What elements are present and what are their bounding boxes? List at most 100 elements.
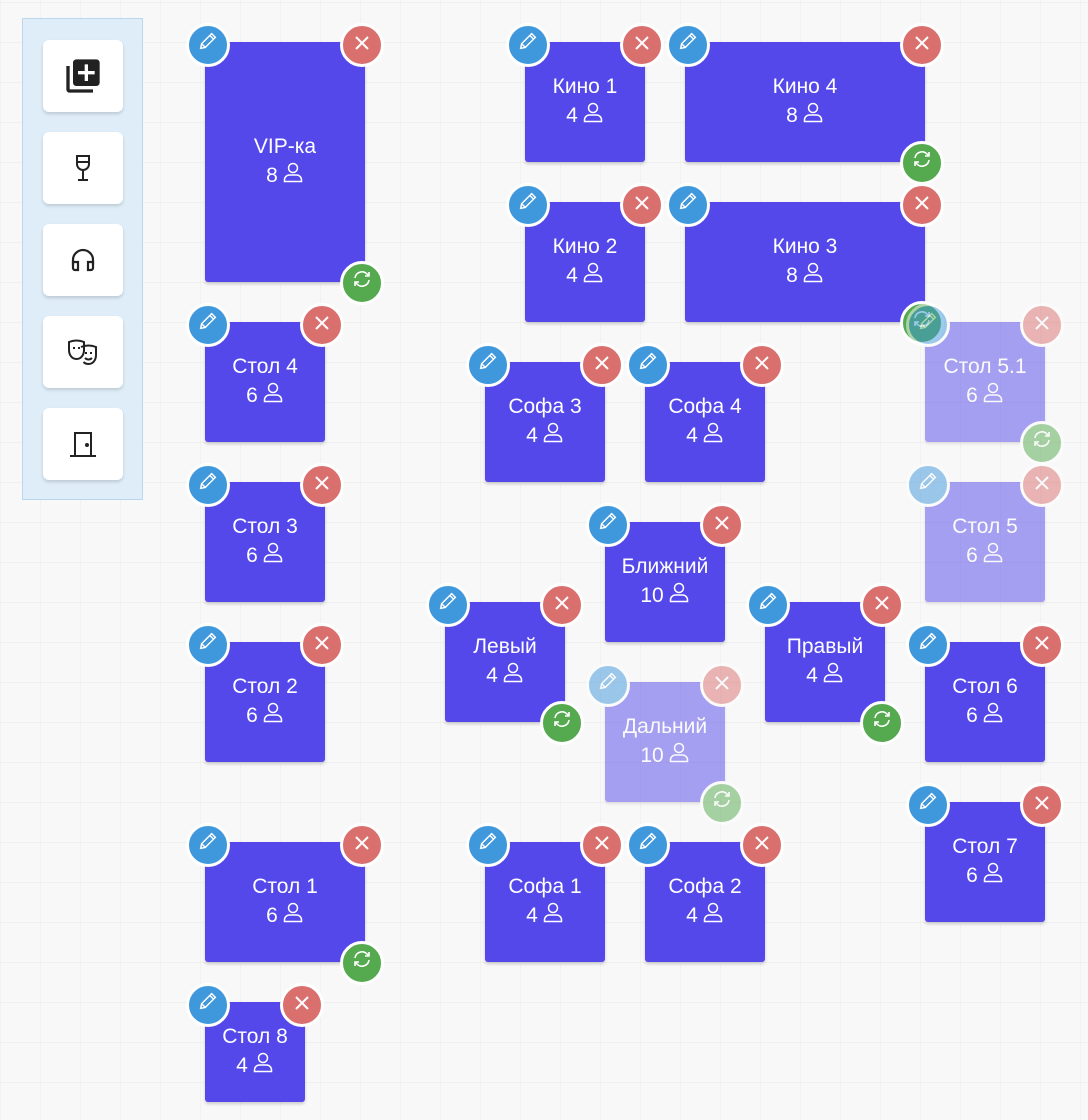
table-card[interactable]: Левый 4	[426, 583, 584, 745]
table-card[interactable]: Ближний 10	[586, 503, 744, 642]
table-card[interactable]: Стол 6 6	[906, 623, 1064, 762]
edit-table-button[interactable]	[906, 623, 950, 667]
table-card[interactable]: VIP-ка 8	[186, 23, 384, 305]
delete-table-button[interactable]	[540, 583, 584, 627]
edit-table-button[interactable]	[186, 303, 230, 347]
delete-table-button[interactable]	[280, 983, 324, 1027]
edit-table-button[interactable]	[666, 23, 710, 67]
edit-table-button[interactable]	[906, 303, 950, 347]
table-name: Кино 4	[772, 75, 838, 98]
rotate-table-button[interactable]	[340, 261, 384, 305]
edit-table-button[interactable]	[586, 663, 630, 707]
edit-table-button[interactable]	[626, 343, 670, 387]
table-card[interactable]: Стол 2 6	[186, 623, 344, 762]
table-card[interactable]: Стол 3 6	[186, 463, 344, 602]
table-card[interactable]: Дальний 10	[586, 663, 744, 825]
delete-table-button[interactable]	[620, 183, 664, 227]
rotate-table-button[interactable]	[340, 941, 384, 985]
delete-table-button[interactable]	[740, 823, 784, 867]
edit-table-button[interactable]	[626, 823, 670, 867]
delete-table-button[interactable]	[340, 823, 384, 867]
rotate-table-button[interactable]	[1020, 421, 1064, 465]
table-card[interactable]: Правый 4	[746, 583, 904, 745]
delete-table-button[interactable]	[700, 663, 744, 707]
edit-table-button[interactable]	[186, 23, 230, 67]
edit-table-button[interactable]	[186, 823, 230, 867]
table-card[interactable]: Кино 4 8	[666, 23, 944, 185]
edit-table-button[interactable]	[666, 183, 710, 227]
table-card[interactable]: Кино 1 4	[506, 23, 664, 162]
table-card[interactable]: Кино 3 8	[666, 183, 944, 345]
edit-table-button[interactable]	[906, 783, 950, 827]
person-icon	[282, 901, 304, 931]
table-card[interactable]: Стол 7 6	[906, 783, 1064, 922]
rotate-table-button[interactable]	[700, 781, 744, 825]
delete-table-button[interactable]	[1020, 303, 1064, 347]
person-icon	[668, 581, 690, 611]
stage-button[interactable]	[43, 316, 123, 388]
add-table-button[interactable]	[43, 40, 123, 112]
table-card[interactable]: Стол 4 6	[186, 303, 344, 442]
edit-table-button[interactable]	[186, 623, 230, 667]
pencil-icon	[637, 350, 659, 380]
edit-table-button[interactable]	[466, 823, 510, 867]
pencil-icon	[197, 630, 219, 660]
delete-table-button[interactable]	[300, 463, 344, 507]
edit-table-button[interactable]	[186, 463, 230, 507]
delete-table-button[interactable]	[300, 303, 344, 347]
delete-table-button[interactable]	[1020, 623, 1064, 667]
delete-table-button[interactable]	[900, 183, 944, 227]
theater-masks-icon	[68, 339, 97, 366]
person-icon	[702, 901, 724, 931]
seat-number: 4	[486, 664, 498, 687]
edit-table-button[interactable]	[586, 503, 630, 547]
delete-table-button[interactable]	[580, 823, 624, 867]
table-card[interactable]: Софа 3 4	[466, 343, 624, 482]
delete-table-button[interactable]	[700, 503, 744, 547]
delete-table-button[interactable]	[860, 583, 904, 627]
delete-table-button[interactable]	[300, 623, 344, 667]
close-icon	[594, 831, 610, 859]
edit-table-button[interactable]	[906, 463, 950, 507]
table-name: Стол 4	[232, 355, 298, 378]
table-card[interactable]: Стол 8 4	[186, 983, 324, 1102]
delete-table-button[interactable]	[620, 23, 664, 67]
seat-count: 4	[806, 661, 844, 691]
person-icon	[252, 1051, 274, 1081]
delete-table-button[interactable]	[580, 343, 624, 387]
delete-table-button[interactable]	[900, 23, 944, 67]
rotate-table-button[interactable]	[860, 701, 904, 745]
table-card[interactable]: Стол 5 6	[906, 463, 1064, 602]
exit-button[interactable]	[43, 408, 123, 480]
table-card[interactable]: Кино 2 4	[506, 183, 664, 322]
seat-number: 10	[640, 584, 664, 607]
table-card[interactable]: Стол 5.1 6	[906, 303, 1064, 465]
pencil-icon	[197, 310, 219, 340]
rotate-table-button[interactable]	[900, 141, 944, 185]
close-icon	[594, 351, 610, 379]
seat-number: 4	[686, 424, 698, 447]
seat-number: 8	[786, 104, 798, 127]
table-name: Стол 2	[232, 675, 298, 698]
delete-table-button[interactable]	[740, 343, 784, 387]
edit-table-button[interactable]	[186, 983, 230, 1027]
edit-table-button[interactable]	[746, 583, 790, 627]
edit-table-button[interactable]	[466, 343, 510, 387]
delete-table-button[interactable]	[340, 23, 384, 67]
table-card[interactable]: Софа 2 4	[626, 823, 784, 962]
rotate-table-button[interactable]	[540, 701, 584, 745]
delete-table-button[interactable]	[1020, 783, 1064, 827]
table-card[interactable]: Стол 1 6	[186, 823, 384, 985]
seat-number: 4	[526, 424, 538, 447]
pencil-icon	[597, 670, 619, 700]
pencil-icon	[677, 30, 699, 60]
pencil-icon	[197, 990, 219, 1020]
delete-table-button[interactable]	[1020, 463, 1064, 507]
bar-button[interactable]	[43, 132, 123, 204]
edit-table-button[interactable]	[506, 183, 550, 227]
edit-table-button[interactable]	[506, 23, 550, 67]
edit-table-button[interactable]	[426, 583, 470, 627]
table-card[interactable]: Софа 4 4	[626, 343, 784, 482]
table-card[interactable]: Софа 1 4	[466, 823, 624, 962]
dj-button[interactable]	[43, 224, 123, 296]
